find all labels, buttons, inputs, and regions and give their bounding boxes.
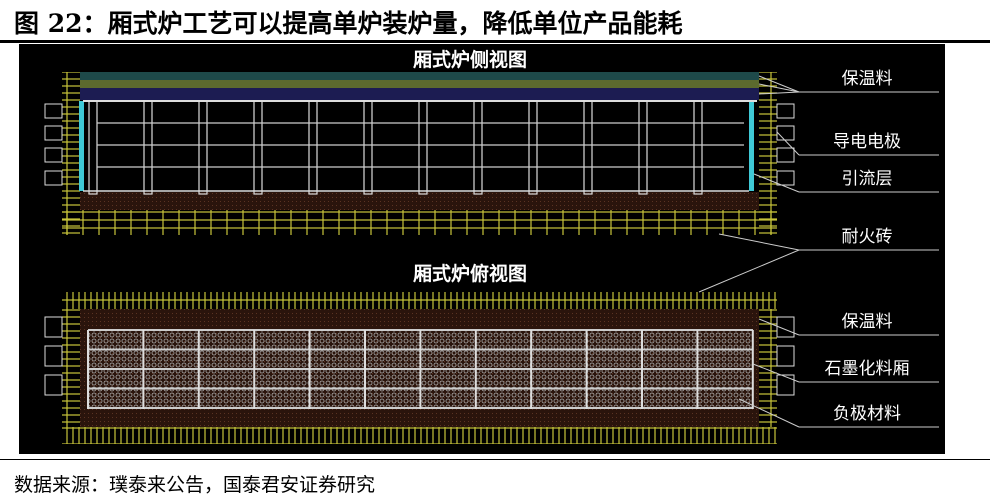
leader-line	[776, 131, 800, 156]
leader-line	[753, 173, 800, 193]
top-rule	[0, 40, 990, 43]
top-view-title: 厢式炉俯视图	[413, 262, 527, 285]
source-note: 数据来源：璞泰来公告，国泰君安证券研究	[14, 474, 376, 496]
top-brick-row	[62, 292, 777, 309]
leader-line	[738, 398, 800, 428]
side-view	[44, 72, 795, 235]
right-brick-col	[759, 309, 777, 427]
left-electrode-terminal	[44, 103, 63, 119]
left-electrode-terminal	[44, 147, 63, 163]
right-electrode-terminal	[776, 345, 795, 367]
left-electrode-terminal	[44, 170, 63, 186]
electrode-post	[143, 100, 153, 195]
electrode-post	[308, 100, 318, 195]
leader-line	[758, 75, 800, 93]
figure-title: 图 22：厢式炉工艺可以提高单炉装炉量，降低单位产品能耗	[14, 9, 683, 38]
right-electrode-terminal	[776, 125, 795, 141]
callout-label: 保温料	[842, 312, 893, 332]
electrode-post	[418, 100, 428, 195]
right-electrode-terminal	[776, 147, 795, 163]
electrode-post	[88, 100, 98, 195]
callout-label: 保温料	[842, 69, 893, 89]
left-electrode-terminal	[44, 316, 63, 338]
leader-line	[698, 249, 800, 293]
electrode-post	[198, 100, 208, 195]
top-view	[44, 292, 795, 444]
insulation-top-green	[80, 80, 759, 88]
insulation-top-navy	[80, 88, 759, 100]
callout-label: 负极材料	[833, 404, 901, 424]
electrode-post	[583, 100, 593, 195]
electrode-post	[693, 100, 703, 195]
electrode-post	[253, 100, 263, 195]
leader-line	[758, 91, 800, 95]
right-brick-wall	[759, 72, 777, 235]
left-electrode-terminal	[44, 345, 63, 367]
bottom-rule	[0, 459, 990, 460]
leader-line	[718, 233, 800, 251]
electrode-post	[638, 100, 648, 195]
bottom-brick-layer	[62, 210, 777, 235]
bottom-brick-row	[62, 427, 777, 444]
right-electrode-terminal	[776, 170, 795, 186]
electrode-post	[473, 100, 483, 195]
left-brick-col	[62, 309, 80, 427]
right-lead-layer	[749, 101, 754, 191]
right-electrode-terminal	[776, 103, 795, 119]
callout-label: 导电电极	[833, 132, 901, 152]
left-brick-wall	[62, 72, 80, 235]
left-electrode-terminal	[44, 125, 63, 141]
bottom-fill-layer	[80, 192, 759, 210]
callout-label: 引流层	[842, 169, 893, 189]
electrode-post	[363, 100, 373, 195]
right-electrode-terminal	[776, 374, 795, 396]
right-electrode-terminal	[776, 316, 795, 338]
leader-line	[758, 318, 800, 336]
leader-line	[752, 363, 800, 383]
leader-line	[758, 83, 800, 93]
side-view-title: 厢式炉侧视图	[413, 48, 527, 71]
callout-label: 耐火砖	[842, 227, 893, 247]
furnace-diagram: 保温料导电电极引流层耐火砖保温料石墨化料厢负极材料 厢式炉侧视图 厢式炉俯视图	[19, 44, 945, 454]
insulation-top-teal	[80, 72, 759, 80]
left-lead-layer	[79, 101, 84, 191]
left-electrode-terminal	[44, 374, 63, 396]
callout-label: 石墨化料厢	[825, 359, 910, 379]
electrode-post	[528, 100, 538, 195]
